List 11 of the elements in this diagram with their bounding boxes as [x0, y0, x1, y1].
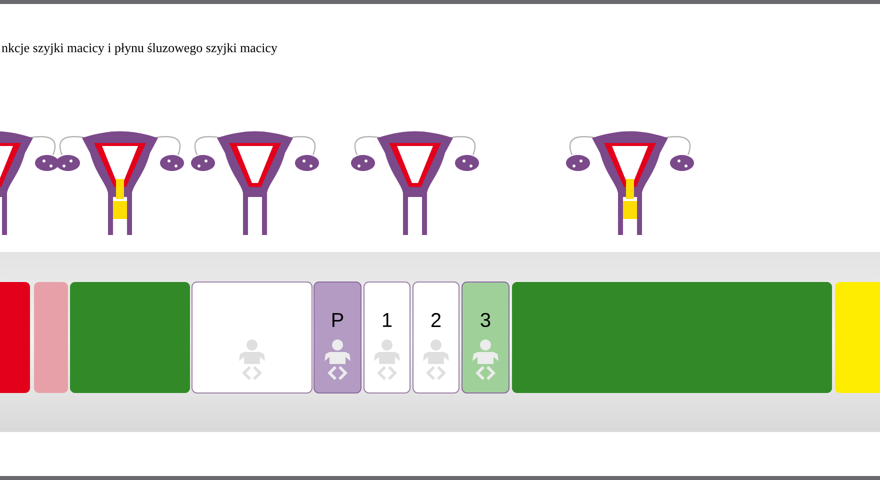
color-box	[70, 282, 190, 393]
color-box	[192, 282, 312, 394]
status-box: 2	[412, 282, 460, 394]
status-box: 1	[364, 282, 410, 394]
color-box	[34, 282, 68, 393]
color-box	[835, 282, 880, 393]
color-box	[512, 282, 832, 393]
diagram-title: nkcje szyjki macicy i płynu śluzowego szyjki macicy	[2, 43, 278, 55]
status-box: P	[314, 282, 362, 394]
color-box	[0, 282, 30, 393]
status-box: 3	[462, 282, 510, 394]
